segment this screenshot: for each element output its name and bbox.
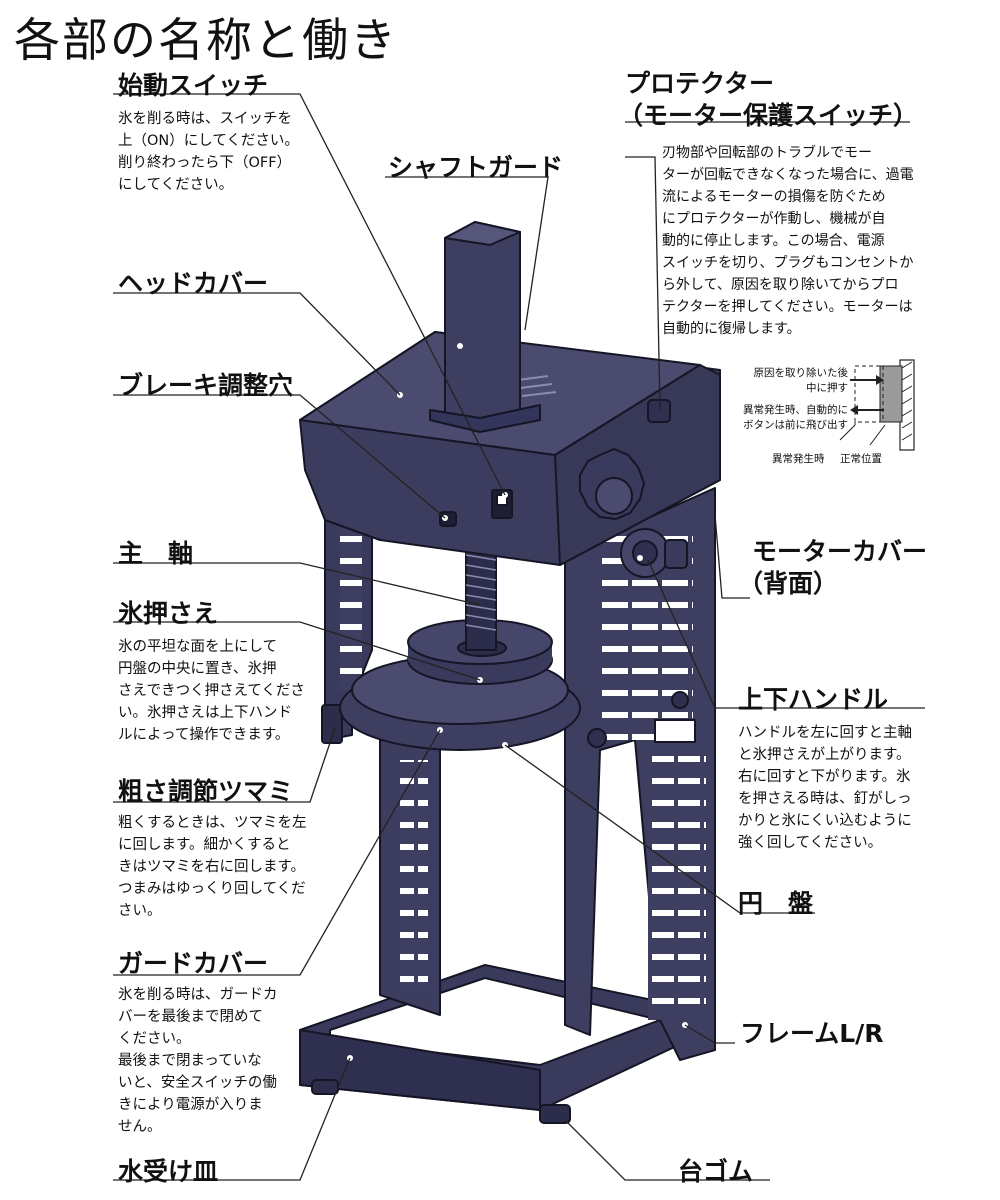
coarse-knob-desc: 粗くするときは、ツマミを左 に回します。細かくすると きはツマミを右に回します。… — [118, 815, 307, 919]
protector-desc: 刃物部や回転部のトラブルでモー ターが回転できなくなった場合に、過電 流によるモ… — [662, 145, 914, 337]
motor-cover-label: モーターカバー — [752, 537, 928, 566]
main-shaft-label: 主 軸 — [118, 539, 194, 568]
drip-tray-label: 水受け皿 — [118, 1157, 219, 1186]
inset-abnormal: 異常発生時 — [772, 453, 825, 465]
head-cover-label: ヘッドカバー — [118, 269, 269, 298]
ice-press-desc: 氷の平坦な面を上にして 円盤の中央に置き、氷押 さえできつく押さえてくださ い。… — [118, 639, 305, 743]
protector-button — [647, 399, 671, 423]
motor-cover-label-sub: （背面） — [738, 569, 839, 598]
handle-label: 上下ハンドル — [738, 685, 889, 714]
page-title: 各部の名称と働き — [14, 13, 398, 67]
protector-label: プロテクター — [625, 69, 775, 98]
inset-normal: 正常位置 — [840, 453, 882, 465]
frame-label: フレームL/R — [740, 1019, 884, 1048]
shaft-guard — [444, 221, 521, 426]
brake-hole-label: ブレーキ調整穴 — [118, 371, 294, 400]
rubber-foot-label: 台ゴム — [678, 1157, 754, 1186]
coarse-knob — [321, 704, 343, 744]
guard-cover-label: ガードカバー — [118, 949, 269, 978]
handle-desc: ハンドルを左に回すと主軸 と氷押さえが上がります。 右に回すと下がります。氷 を… — [738, 725, 912, 851]
protector-inset — [839, 359, 915, 451]
coarse-knob-label: 粗さ調節ツマミ — [118, 777, 294, 806]
rubber-foot — [539, 1104, 571, 1124]
guard-cover-desc: 氷を削る時は、ガードカ バーを最後まで閉めて ください。 最後まで閉まっていな … — [118, 987, 278, 1135]
ice-press-label: 氷押さえ — [118, 599, 219, 628]
start-switch-label: 始動スイッチ — [118, 71, 269, 100]
shaft-guard-label: シャフトガード — [388, 153, 564, 182]
protector-label-sub: （モーター保護スイッチ） — [618, 101, 919, 130]
start-switch-desc: 氷を削る時は、スイッチを 上（ON）にしてください。 削り終わったら下（OFF）… — [118, 111, 299, 193]
disc-label: 円 盤 — [738, 889, 814, 918]
inset-push-after: 原因を取り除いた後 中に押す — [753, 367, 849, 394]
inset-pop-out: 異常発生時、自動的に ボタンは前に飛び出す — [743, 404, 848, 431]
